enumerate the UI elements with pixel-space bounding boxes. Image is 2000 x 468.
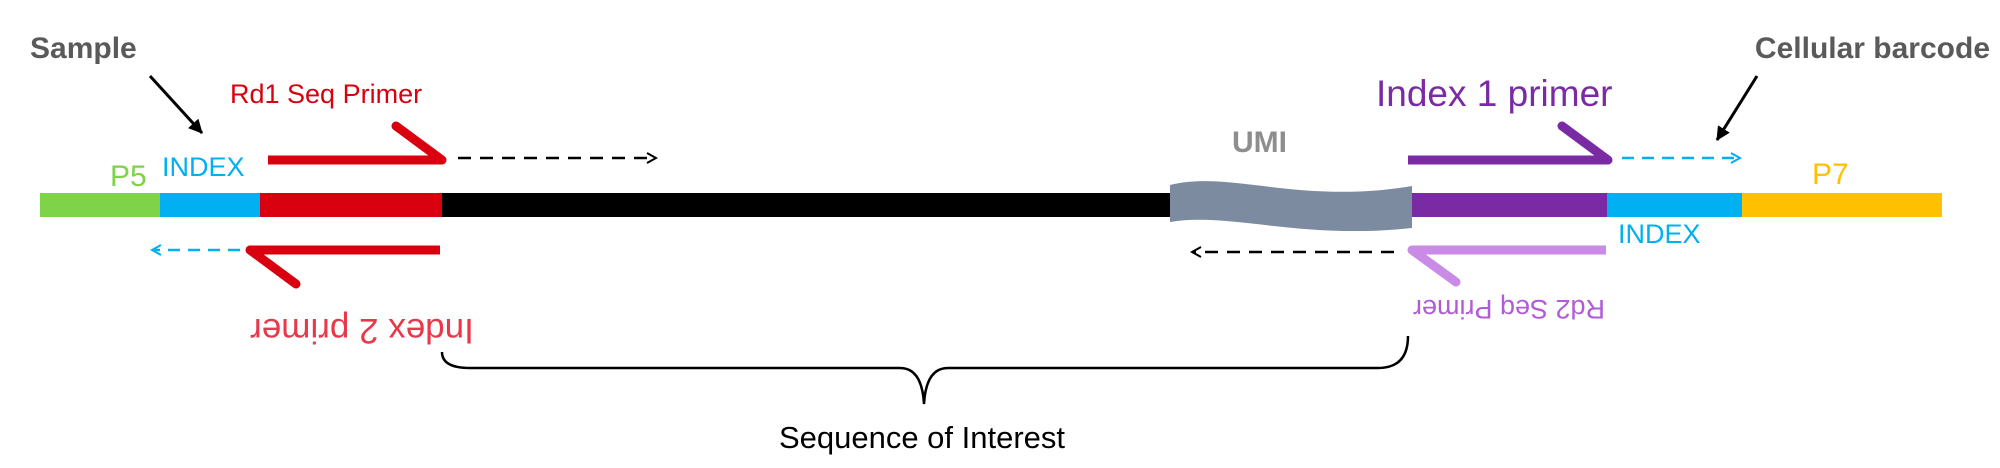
p5-label: P5 (110, 160, 147, 193)
p7-segment (1742, 193, 1942, 217)
p5-segment (40, 193, 160, 217)
sequence-of-interest-label: Sequence of Interest (779, 420, 1065, 455)
index2-primer-label: Index 2 primer (250, 311, 474, 350)
rd1-segment (260, 193, 442, 217)
index1-primer-label: Index 1 primer (1376, 73, 1613, 114)
umi-label: UMI (1232, 126, 1287, 159)
index1-primer-arrow (1408, 121, 1613, 165)
p7-label: P7 (1812, 158, 1849, 191)
index2-primer-arrow (245, 245, 440, 289)
sequence-of-interest-brace (440, 335, 1410, 405)
rd2-seq-primer-label: Rd2 Seq Primer (1413, 294, 1605, 324)
rd1-primer-arrow (268, 121, 447, 165)
sample-label: Sample (30, 32, 137, 65)
rd1-seq-primer-label: Rd1 Seq Primer (230, 79, 422, 109)
index-left-label: INDEX (162, 152, 245, 182)
index1-segment (1412, 193, 1607, 217)
rd2-primer-arrow (1407, 245, 1606, 287)
index-right-segment (1607, 193, 1742, 217)
umi-segment (1170, 181, 1412, 232)
index-right-label: INDEX (1618, 219, 1701, 249)
cellular-barcode-pointer-arrow (1715, 75, 1759, 141)
sample-pointer-arrow (148, 74, 204, 135)
index-left-segment (160, 193, 260, 217)
cellular-barcode-label: Cellular barcode (1755, 32, 1990, 65)
insert-segment (442, 193, 1172, 217)
